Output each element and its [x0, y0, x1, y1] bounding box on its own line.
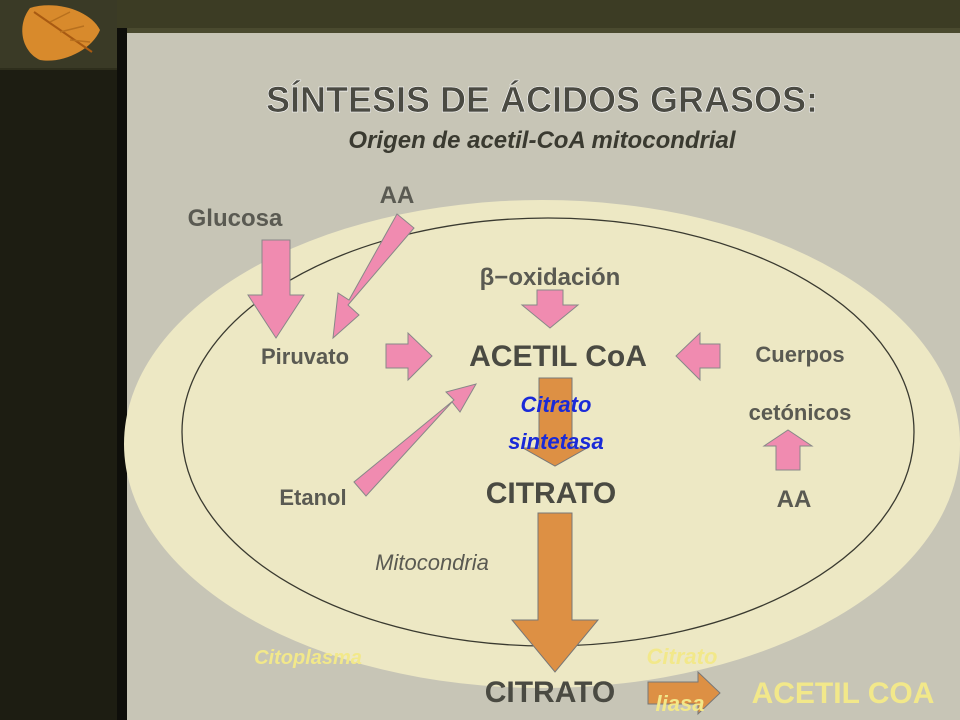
citrato-sintetasa-label-1: Citrato [521, 392, 592, 417]
aa-top-label: AA [380, 182, 415, 209]
cetonicos-label: cetónicos [749, 400, 852, 425]
citrato-sintetasa-label-2: sintetasa [508, 429, 603, 454]
citoplasma-label: Citoplasma [254, 647, 362, 669]
left-dark-bar [0, 70, 117, 720]
leaf-decoration-icon [0, 0, 117, 68]
aa-bottom-label: AA [777, 486, 812, 513]
etanol-label: Etanol [279, 485, 346, 510]
page-subtitle: Origen de acetil-CoA mitocondrial [348, 127, 736, 154]
aa-to-cetonicos-arrow [762, 429, 814, 471]
aa-to-piruvato-arrow [332, 213, 415, 340]
glucosa-label: Glucosa [188, 205, 283, 232]
citrato-export-arrow [510, 512, 600, 673]
top-dark-band [117, 0, 960, 28]
acetil-to-citrato-arrow [521, 377, 589, 467]
cuerpos-label: Cuerpos [755, 342, 844, 367]
citrato-cyto-label: CITRATO [485, 676, 616, 709]
beta-oxidation-arrow [520, 289, 580, 329]
etanol-to-acetil-arrow [353, 383, 478, 497]
mitocondria-label: Mitocondria [375, 550, 489, 575]
piruvato-to-acetil-arrow [385, 331, 433, 382]
beta-oxidation-label: β−oxidación [480, 264, 621, 291]
acetil-coa-label: ACETIL CoA [469, 340, 647, 373]
citrato-liasa-arrow [647, 670, 721, 716]
cuerpos-to-acetil-arrow [675, 331, 721, 382]
piruvato-label: Piruvato [261, 344, 349, 369]
page-title: SÍNTESIS DE ÁCIDOS GRASOS: [266, 79, 818, 120]
citrato-mito-label: CITRATO [486, 477, 617, 510]
citrato-liasa-label-1: Citrato [647, 644, 718, 669]
glucosa-to-piruvato-arrow [247, 239, 305, 339]
inner-dark-strip [117, 28, 127, 720]
acetil-coa-cyto-label: ACETIL COA [752, 677, 935, 710]
citrato-liasa-label-2: liasa [656, 691, 705, 716]
